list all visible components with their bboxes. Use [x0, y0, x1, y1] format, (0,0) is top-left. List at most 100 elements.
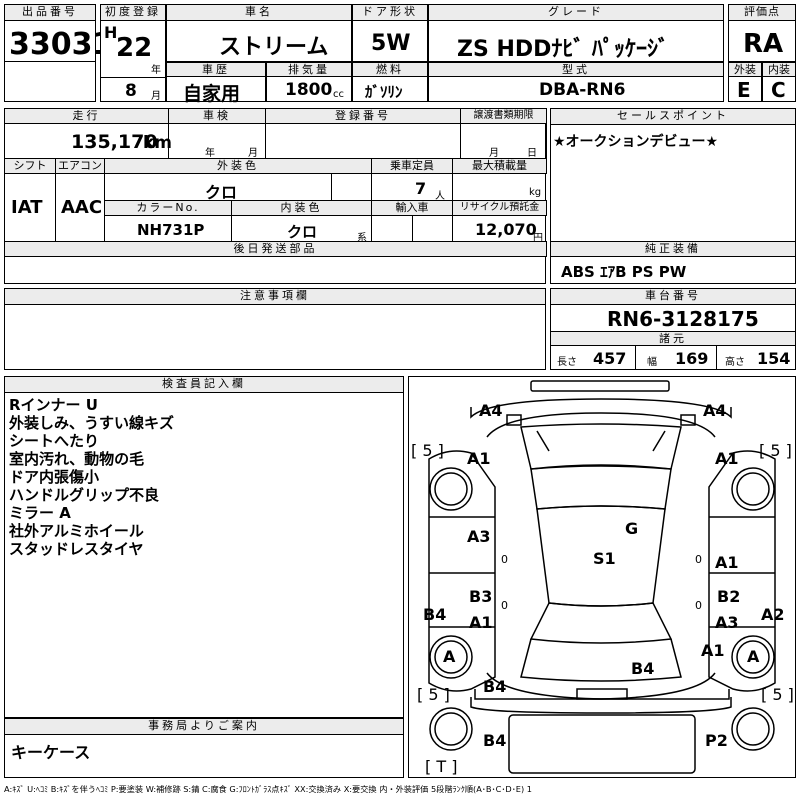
inspector-box: 検査員記入欄 Rインナー U 外装しみ、うすい線キズ シートへたり 室内汚れ、動…	[4, 376, 404, 718]
mileage-label: 走行	[4, 108, 169, 124]
length-label: 長さ	[557, 357, 577, 368]
zero-mark: 0	[501, 599, 508, 612]
zero-mark: 0	[501, 553, 508, 566]
mark-label: A4	[479, 401, 503, 420]
fuel-box: 燃料 ｶﾞｿﾘﾝ	[352, 62, 428, 102]
width-label: 幅	[647, 357, 657, 368]
height: 154	[757, 349, 791, 368]
insp-year-unit: 年	[205, 148, 215, 159]
sales-point-box: セールスポイント ★オークションデビュー★ 純正装備 ABS ｴｱB PS PW	[550, 108, 796, 284]
mark-label: [ 5 ]	[759, 441, 792, 460]
dims-label: 諸元	[550, 331, 796, 346]
displacement-box: 排気量 1800 cc	[266, 62, 352, 102]
int-grade-label: 内装	[762, 62, 796, 77]
equipment-label: 純正装備	[550, 241, 796, 257]
mark-label: G	[625, 519, 639, 538]
office-box: 事務局よりご案内 キーケース	[4, 718, 404, 778]
inspector-line: 室内汚れ、動物の毛	[9, 450, 145, 468]
zero-mark: 0	[695, 599, 702, 612]
ac: AAC	[61, 197, 103, 218]
reg-no-label: 登録番号	[265, 108, 461, 124]
mark-label: B3	[469, 587, 493, 606]
equipment: ABS ｴｱB PS PW	[561, 263, 687, 281]
inspector-line: 外装しみ、うすい線キズ	[9, 414, 175, 432]
mileage-unit: km	[143, 133, 173, 153]
lot-label: 出品番号	[4, 4, 96, 21]
mark-label: A	[443, 647, 456, 666]
max-load-unit: kg	[529, 187, 542, 198]
model-label: 型式	[428, 62, 724, 77]
first-reg-label: 初度登録	[100, 4, 166, 21]
mark-label: A1	[701, 641, 725, 660]
reg-year: 22	[116, 33, 153, 63]
notes-label: 注意事項欄	[4, 288, 546, 305]
car-name-box: 車名 ストリーム	[166, 4, 352, 62]
grade-box: グレード ZS HDDﾅﾋﾞ ﾊﾟｯｹｰｼﾞ	[428, 4, 724, 62]
door-type: 5W	[371, 31, 411, 56]
door-label: ドア形状	[352, 4, 428, 21]
month-unit: 月	[151, 91, 161, 102]
history: 自家用	[183, 83, 241, 105]
interior-suffix: 系	[357, 233, 367, 244]
fuel: ｶﾞｿﾘﾝ	[365, 83, 403, 101]
color-no: NH731P	[137, 221, 205, 239]
mark-label: A1	[467, 449, 491, 468]
mark-label: A1	[715, 449, 739, 468]
inspector-line: シートへたり	[9, 432, 100, 450]
transfer-month-unit: 月	[489, 148, 499, 159]
inspector-line: Rインナー U	[9, 396, 98, 414]
mark-label: [ 5 ]	[411, 441, 444, 460]
mileage: 135,170	[71, 131, 158, 153]
zero-mark: 0	[695, 553, 702, 566]
inspection-label: 車検	[168, 108, 266, 124]
inspector-line: ミラー A	[9, 504, 71, 522]
recycle-unit: 円	[533, 233, 543, 244]
inspector-line: スタッドレスタイヤ	[9, 540, 144, 558]
mark-label: A4	[703, 401, 727, 420]
import-label: 輸入車	[371, 200, 453, 216]
grade-label: グレード	[428, 4, 724, 21]
specs-block: 走行 車検 登録番号 譲渡書類期限 135,170 km 年 月 月 日 シフト…	[4, 108, 547, 284]
mark-label: B4	[631, 659, 655, 678]
exterior-color-label: 外装色	[104, 158, 372, 174]
height-label: 高さ	[725, 357, 745, 368]
lot-number: 33031	[9, 27, 114, 62]
exterior-color: クロ	[205, 183, 238, 202]
mark-label: A	[747, 647, 760, 666]
width: 169	[675, 349, 709, 368]
fuel-label: 燃料	[352, 62, 428, 77]
era: H	[104, 23, 118, 42]
color-no-label: カラーNo.	[104, 200, 232, 216]
int-grade-box: 内装 C	[762, 62, 796, 102]
ext-grade-box: 外装 E	[728, 62, 762, 102]
model: DBA-RN6	[539, 80, 626, 100]
mark-label: A2	[761, 605, 785, 624]
door-box: ドア形状 5W	[352, 4, 428, 62]
ac-label: エアコン	[55, 158, 105, 174]
mark-label: B4	[423, 605, 447, 624]
reg-month: 8	[125, 81, 137, 101]
mark-label: A3	[715, 613, 739, 632]
inspector-label: 検査員記入欄	[4, 376, 404, 393]
mark-label: [ T ]	[425, 757, 458, 776]
mark-label: B4	[483, 731, 507, 750]
year-unit: 年	[151, 65, 161, 76]
office-text: キーケース	[11, 743, 91, 762]
mark-label: P2	[705, 731, 728, 750]
transfer-day-unit: 日	[527, 148, 537, 159]
interior-color-label: 内装色	[231, 200, 372, 216]
ext-grade-label: 外装	[728, 62, 762, 77]
mark-label: A1	[469, 613, 493, 632]
car-name-label: 車名	[166, 4, 352, 21]
first-registration: 初度登録 H 22 年 8 月	[100, 4, 166, 102]
notes-box: 注意事項欄	[4, 288, 546, 370]
mark-label: [ 5 ]	[417, 685, 450, 704]
recycle-label: リサイクル預託金	[452, 200, 547, 216]
office-label: 事務局よりご案内	[4, 718, 404, 735]
mark-label: B2	[717, 587, 741, 606]
mark-label: [ 5 ]	[761, 685, 794, 704]
displacement-label: 排気量	[266, 62, 352, 77]
model-box: 型式 DBA-RN6	[428, 62, 724, 102]
sales-point-label: セールスポイント	[550, 108, 796, 125]
interior-color: クロ	[287, 223, 318, 241]
